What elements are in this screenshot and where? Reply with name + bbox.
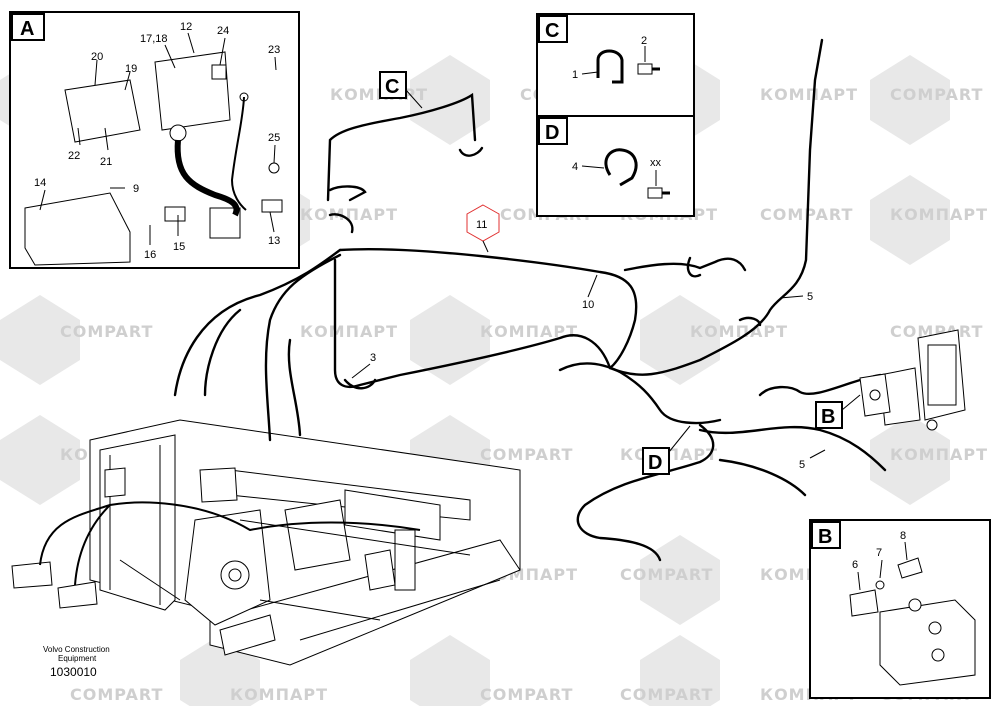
panel-c-letter: C [545,20,559,42]
callout-label: 24 [217,25,229,37]
callout-11: 11 [476,219,487,231]
detail-panel-c: C 1 2 [536,13,695,117]
callout-label: 14 [34,177,46,189]
watermark-text: КОМПАРТ [890,205,988,224]
watermark-text: КОМПАРТ [300,205,398,224]
watermark-text: COMPART [60,322,153,341]
callout-label: 16 [144,249,156,261]
watermark-text: COMPART [620,685,713,704]
panel-d-letter: D [545,122,559,144]
callout-label: 1 [572,69,578,81]
footer-code: 1030010 [50,665,97,679]
footer: Volvo Construction Equipment 1030010 [43,645,110,679]
watermark-text: КОМПАРТ [890,445,988,464]
callout-c-box: C [385,76,399,98]
callout-label: 9 [133,183,139,195]
watermark-text: COMPART [890,85,983,104]
callout-5: 5 [807,291,813,303]
main-callouts: 11 10 5 3 5 C B D [351,71,861,475]
watermark-text: COMPART [890,322,983,341]
machine-frame-drawing [11,419,521,666]
detail-panel-a: A [9,11,300,269]
watermark-text: КОМПАРТ [690,322,788,341]
callout-10: 10 [582,299,594,311]
harness-drawing [173,38,887,562]
callout-label: 4 [572,161,578,173]
callout-label: 20 [91,51,103,63]
callout-label: 2 [641,35,647,47]
panel-a-letter: A [20,18,34,40]
watermark-text: COMPART [70,685,163,704]
callout-label: 21 [100,156,112,168]
callout-label: 7 [876,547,882,559]
callout-label: 22 [68,150,80,162]
callout-3: 3 [370,352,376,364]
callout-label: 8 [900,530,906,542]
callout-5: 5 [799,459,805,471]
callout-label: 6 [852,559,858,571]
callout-label: xx [650,157,662,169]
callout-label: 17,18 [140,33,168,45]
callout-d-box: D [648,452,662,474]
watermark-text: КОМПАРТ [300,322,398,341]
callout-label: 19 [125,63,137,75]
detail-panel-b: B 6 7 8 [809,519,991,699]
callout-label: 13 [268,235,280,247]
watermark-text: КОМПАРТ [480,322,578,341]
footer-line1: Volvo Construction [43,645,110,654]
callout-label: 15 [173,241,185,253]
footer-line2: Equipment [58,654,97,663]
watermark-text: COMPART [480,445,573,464]
callout-label: 23 [268,44,280,56]
callout-label: 25 [268,132,280,144]
watermark-text: КОМПАРТ [760,85,858,104]
watermark-text: КОМПАРТ [230,685,328,704]
detail-panel-d: D 4 xx [536,115,695,217]
watermark-text: COMPART [760,205,853,224]
panel-b-letter: B [818,526,832,548]
right-components-drawing [859,329,966,431]
watermark-text: COMPART [480,685,573,704]
callout-label: 12 [180,21,192,33]
callout-b-box: B [821,406,835,428]
watermark-text: COMPART [620,565,713,584]
